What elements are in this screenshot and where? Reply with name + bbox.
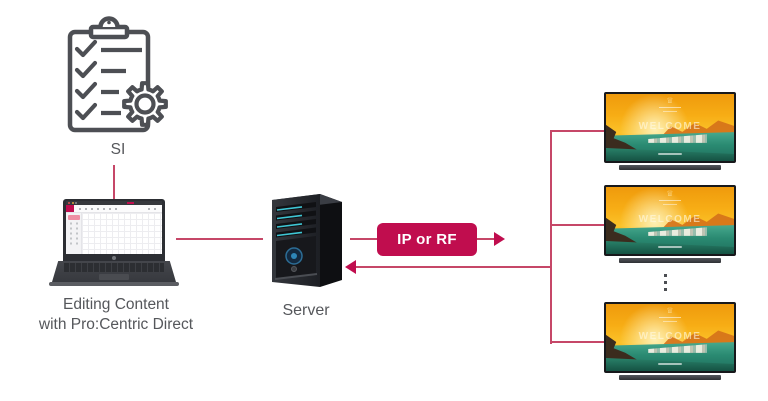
si-to-laptop-connector [113, 165, 115, 201]
resort-buildings [648, 134, 708, 143]
procentric-editor-ui [66, 201, 162, 254]
display-branch-connector-2 [550, 224, 607, 226]
si-label: SI [110, 141, 126, 158]
server-to-badge-connector [350, 238, 378, 240]
ip-rf-badge: IP or RF [377, 223, 477, 256]
resort-buildings [648, 344, 708, 353]
welcome-text: WELCOME [638, 214, 702, 226]
footer-caption-line [658, 245, 682, 248]
welcome-text: WELCOME [638, 121, 702, 133]
app-logo-icon [66, 205, 74, 212]
server-drive-bays [276, 202, 316, 238]
laptop-screen [63, 199, 165, 261]
tv-screen: ♕ WELCOME [604, 302, 736, 373]
sidebar-header [67, 214, 80, 220]
badge-to-displays-connector [477, 238, 494, 240]
footer-caption-line [658, 362, 682, 365]
tv-display-3: ♕ WELCOME [604, 302, 736, 381]
crest-text-line [659, 107, 681, 109]
more-displays-ellipsis-icon [664, 274, 667, 291]
tv-stand [618, 258, 722, 263]
hotel-crest-icon: ♕ [666, 188, 674, 198]
editor-sidebar [66, 213, 82, 254]
arrowhead-left-icon [345, 260, 356, 274]
hotel-crest-icon: ♕ [666, 305, 674, 315]
crest-text-line [659, 317, 681, 319]
arrowhead-right-icon [494, 232, 505, 246]
tv-screen: ♕ WELCOME [604, 92, 736, 163]
server-label: Server [282, 302, 330, 319]
window-dot-icon [68, 202, 70, 204]
laptop-to-server-connector [176, 238, 263, 240]
laptop-touchpad [99, 274, 129, 280]
laptop-caption: Editing Content with Pro:Centric Direct [14, 295, 218, 335]
laptop-caption-line2: with Pro:Centric Direct [38, 316, 194, 333]
server-tower-icon [272, 194, 342, 287]
clip-dot [107, 20, 111, 25]
titlebar-accent [127, 202, 134, 204]
tv-stand [618, 375, 722, 380]
tv-screen: ♕ WELCOME [604, 185, 736, 256]
crest-text-line [663, 203, 677, 205]
gear-icon [122, 81, 168, 127]
laptop-keyboard [64, 263, 164, 272]
tv-display-1: ♕ WELCOME [604, 92, 736, 171]
window-dot-icon [75, 202, 77, 204]
crest-text-line [659, 200, 681, 202]
editor-toolbar [66, 205, 162, 213]
lg-logo [112, 255, 116, 260]
tv-display-2: ♕ WELCOME [604, 185, 736, 264]
display-trunk-connector [550, 130, 552, 344]
display-branch-connector-1 [550, 130, 607, 132]
toolbar-icons-right [146, 207, 160, 210]
editor-grid-canvas [82, 213, 162, 254]
welcome-text: WELCOME [638, 331, 702, 343]
laptop-illustration [49, 199, 179, 287]
window-dot-icon [71, 202, 74, 204]
toolbar-icons [77, 207, 117, 210]
tv-stand [618, 165, 722, 170]
display-branch-connector-3 [550, 341, 607, 343]
resort-buildings [648, 227, 708, 236]
crest-text-line [663, 110, 677, 112]
clipboard-checklist-icon [67, 16, 168, 133]
laptop-base [52, 261, 176, 282]
displays-to-server-connector [356, 266, 552, 268]
laptop-caption-line1: Editing Content [63, 296, 169, 313]
footer-caption-line [658, 152, 682, 155]
server-emblem [285, 247, 303, 272]
hotel-crest-icon: ♕ [666, 95, 674, 105]
editor-titlebar [66, 201, 162, 205]
crest-text-line [663, 320, 677, 322]
sidebar-tool-icons [68, 221, 79, 247]
laptop-base-edge [49, 282, 179, 286]
